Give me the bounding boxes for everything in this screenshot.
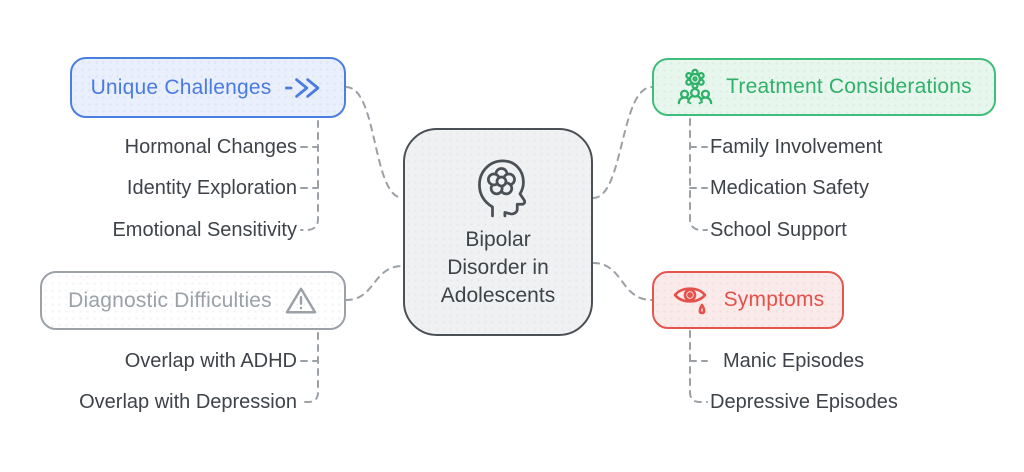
center-title-line-3: Adolescents xyxy=(440,283,556,307)
leaf-school-support: School Support xyxy=(710,219,847,241)
node-symptoms: Symptoms xyxy=(652,271,844,329)
edge-center-unique-challenges xyxy=(345,86,404,199)
leaf-manic-episodes: Manic Episodes xyxy=(723,350,865,372)
node-symptoms-label: Symptoms xyxy=(723,288,825,311)
center-node-title: Bipolar Disorder in Adolescents xyxy=(441,226,555,310)
leaf-overlap-depression: Overlap with Depression xyxy=(79,391,297,413)
eye-tear-icon xyxy=(672,280,712,320)
leaf-depressive-episodes: Depressive Episodes xyxy=(710,391,898,413)
warning-triangle-icon xyxy=(284,285,318,316)
tree-unique-challenges xyxy=(300,120,319,231)
edge-center-treatment xyxy=(592,86,653,199)
node-unique-challenges-label: Unique Challenges xyxy=(90,75,272,99)
tree-symptoms xyxy=(689,330,708,403)
team-gear-icon xyxy=(676,68,714,106)
leaf-identity-exploration: Identity Exploration xyxy=(126,177,297,199)
fast-forward-icon xyxy=(283,75,325,101)
center-node-bipolar-disorder: Bipolar Disorder in Adolescents xyxy=(403,128,593,336)
edge-center-diagnostic xyxy=(345,265,404,301)
tree-diagnostic xyxy=(300,332,319,403)
node-diagnostic-difficulties-label: Diagnostic Difficulties xyxy=(68,288,272,312)
leaf-overlap-adhd: Overlap with ADHD xyxy=(124,350,297,372)
node-diagnostic-difficulties: Diagnostic Difficulties xyxy=(40,271,346,330)
node-unique-challenges: Unique Challenges xyxy=(70,57,346,118)
center-title-line-2: Disorder in xyxy=(447,256,549,280)
leaf-medication-safety: Medication Safety xyxy=(710,177,869,199)
tree-treatment xyxy=(689,118,708,231)
node-treatment-considerations-label: Treatment Considerations xyxy=(726,75,972,98)
leaf-emotional-sensitivity: Emotional Sensitivity xyxy=(112,219,297,241)
node-treatment-considerations: Treatment Considerations xyxy=(652,58,996,116)
head-flower-icon xyxy=(465,154,531,220)
edge-center-symptoms xyxy=(592,262,653,301)
leaf-family-involvement: Family Involvement xyxy=(710,136,883,158)
center-title-line-1: Bipolar xyxy=(465,228,531,252)
leaf-hormonal-changes: Hormonal Changes xyxy=(124,136,297,158)
